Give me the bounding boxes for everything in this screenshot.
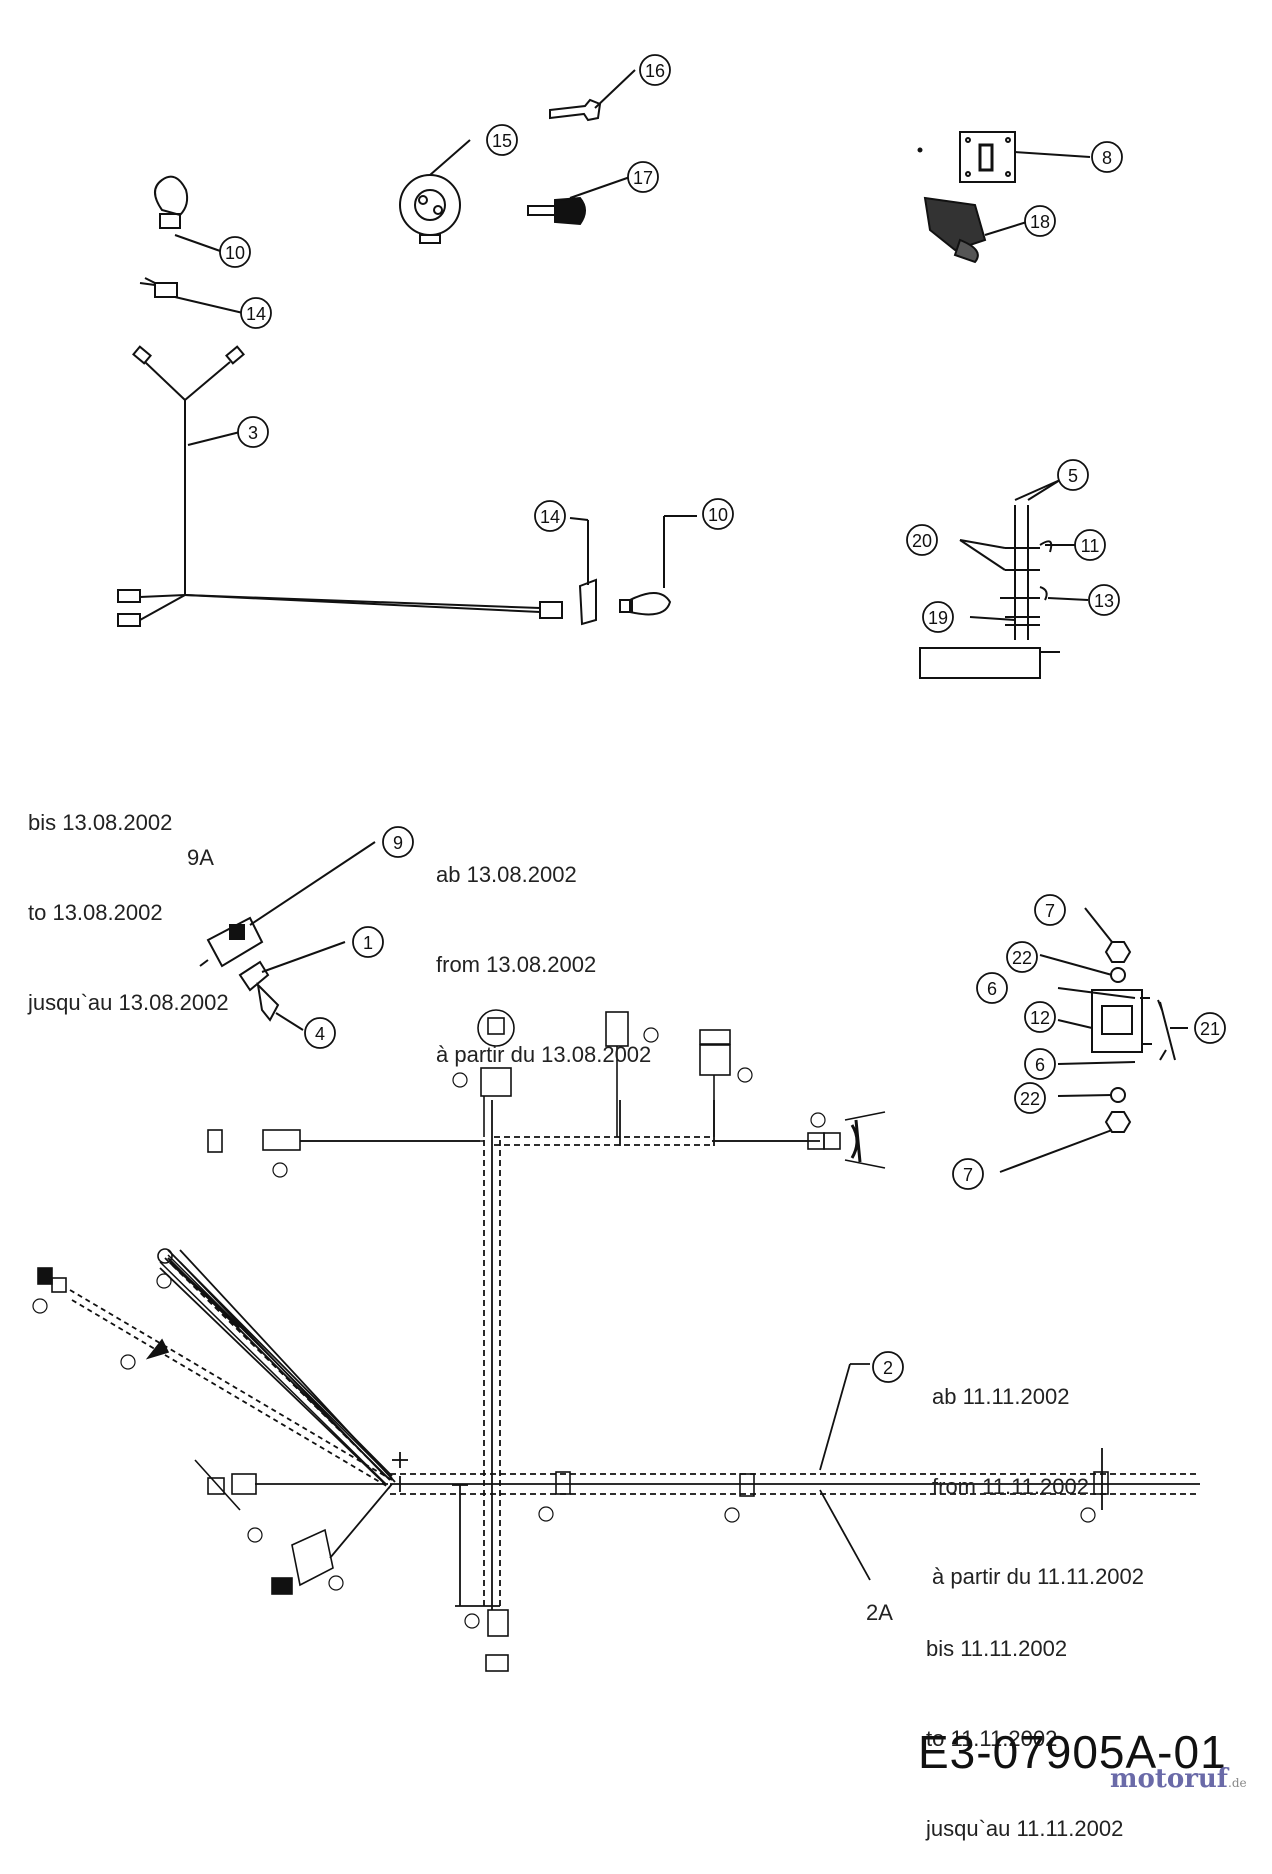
callout-label-10a: 10 [225,243,245,263]
callout-19 [922,601,954,633]
callout-label-14a: 14 [246,304,266,324]
diagram-code: E3-07905A-01 [918,1726,1227,1778]
callout-8 [1091,141,1123,173]
harness-part-3 [117,345,541,627]
callout-15 [486,124,518,156]
watermark-tld: .de [1228,1776,1247,1790]
callout-label-15: 15 [492,131,512,151]
bulb-part-10-top [154,175,224,253]
callout-label-18: 18 [1030,212,1050,232]
callout-10b [702,498,734,530]
callout-label-17: 17 [633,168,653,188]
callout-label-16: 16 [645,61,665,81]
callout-label-6b: 6 [1035,1055,1045,1075]
callout-13 [1088,584,1120,616]
note-line: ab 13.08.2002 [436,862,577,887]
note-line: from 11.11.2002 [932,1474,1089,1499]
callout-4 [304,1017,336,1049]
callout-label-11: 11 [1081,536,1100,556]
callout-label-9: 9 [393,833,403,853]
note-from-2002-11-11: ab 11.11.2002 from 11.11.2002 à partir d… [932,1322,1144,1622]
callout-10a [219,236,251,268]
callout-label-7a: 7 [1045,901,1055,921]
main-wiring-harness [69,1100,1200,1610]
variant-label-9a: 9A [187,845,214,870]
socket-part-14-top [139,277,244,314]
note-line: à partir du 13.08.2002 [436,1042,652,1067]
harness-connectors [37,1009,1109,1672]
key-part-17 [527,176,631,226]
callout-14a [240,297,272,329]
callout-7a [1034,894,1066,926]
note-line: to 11.11.2002 [926,1726,1058,1751]
callout-group [219,54,1226,1383]
callout-labels: 16 15 17 10 14 8 18 3 14 10 5 20 11 13 1… [225,61,1220,1378]
callout-20 [906,524,938,556]
note-line: à partir du 11.11.2002 [932,1564,1145,1589]
note-line: bis 11.11.2002 [926,1636,1068,1661]
callout-label-2: 2 [883,1358,893,1378]
callout-label-3: 3 [248,423,258,443]
note-line: ab 11.11.2002 [932,1384,1070,1409]
callout-label-22a: 22 [1012,948,1032,968]
connector-assembly-21 [999,907,1188,1173]
note-until-2002-08-13: bis 13.08.2002 to 13.08.2002 jusqu`au 13… [28,748,229,1048]
callout-2 [872,1351,904,1383]
small-circle-markers [32,1027,1096,1629]
callout-label-6a: 6 [987,979,997,999]
callout-16 [639,54,671,86]
bracket-assembly [919,479,1089,679]
note-line: to 13.08.2002 [28,900,163,925]
switch-part-18 [923,196,1031,264]
callout-12 [1024,1001,1056,1033]
callout-label-4: 4 [315,1024,325,1044]
callout-7b [952,1158,984,1190]
note-until-2002-11-11: bis 11.11.2002 to 11.11.2002 jusqu`au 11… [926,1574,1123,1874]
callout-label-14b: 14 [540,507,560,527]
variant-label-2a: 2A [866,1600,893,1625]
callout-17 [627,161,659,193]
note-line: jusqu`au 13.08.2002 [28,990,229,1015]
callout-label-12: 12 [1030,1008,1050,1028]
callout-5 [1057,459,1089,491]
callout-22a [1006,941,1038,973]
key-part-16 [549,69,636,122]
callout-9 [382,826,414,858]
callout-22b [1014,1082,1046,1114]
callout-label-13: 13 [1094,591,1114,611]
watermark-name: motoruf [1110,1764,1228,1794]
note-line: bis 13.08.2002 [28,810,173,835]
note-line: from 13.08.2002 [436,952,597,977]
plate-part-8 [917,131,1091,183]
callout-label-1: 1 [363,933,373,953]
callout-6a [976,972,1008,1004]
callout-label-22b: 22 [1020,1089,1040,1109]
callout-label-5: 5 [1068,466,1078,486]
wiring-harness-exploded-diagram: 16 15 17 10 14 8 18 3 14 10 5 20 11 13 1… [32,54,1226,1672]
callout-18 [1024,205,1056,237]
callout-label-20: 20 [912,531,932,551]
ignition-switch-part-15 [399,139,471,244]
callout-21 [1194,1012,1226,1044]
watermark: motoruf.de [1110,1764,1247,1794]
callout-14b [534,500,566,532]
note-line: jusqu`au 11.11.2002 [926,1816,1124,1841]
callout-label-7b: 7 [963,1165,973,1185]
callout-3 [237,416,269,448]
bulb-part-10-mid [619,515,697,616]
callout-label-10b: 10 [708,505,728,525]
callout-6b [1024,1048,1056,1080]
callout-label-19: 19 [928,608,948,628]
socket-part-14-mid [539,517,597,626]
callout-11 [1074,529,1106,561]
callout-1 [352,926,384,958]
callout-label-21: 21 [1200,1019,1220,1039]
callout-label-8: 8 [1102,148,1112,168]
note-from-2002-08-13: ab 13.08.2002 from 13.08.2002 à partir d… [436,800,651,1100]
switch-cluster-9-1-4 [199,841,376,1031]
